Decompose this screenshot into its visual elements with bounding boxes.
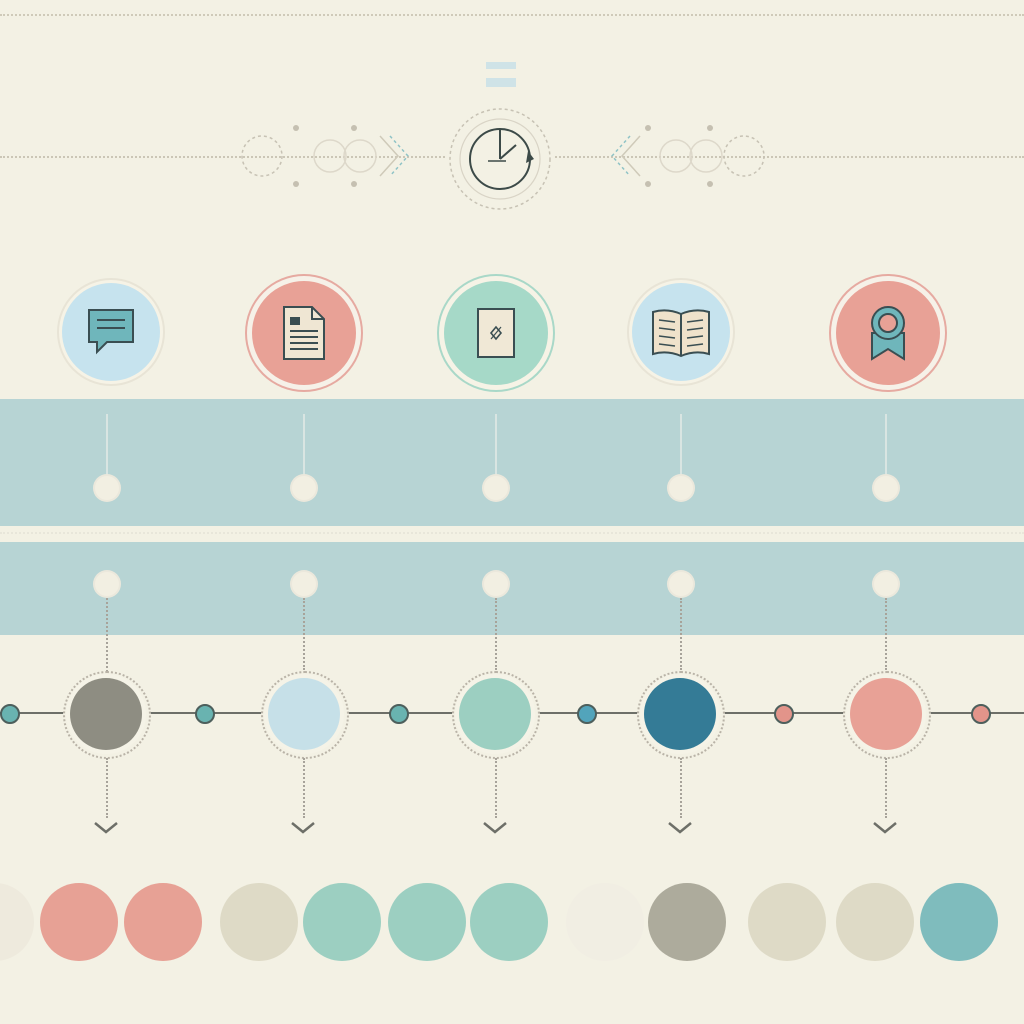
axis-node-0: [0, 704, 20, 724]
speech-bubble-badge: [62, 283, 160, 381]
palette-swatch: [220, 883, 298, 961]
connector-tail-5: [885, 758, 887, 818]
axis-node-5: [971, 704, 991, 724]
guide-line-4: [680, 414, 682, 476]
milestone-node-2: [268, 678, 340, 750]
connector-down-2: [303, 598, 305, 670]
chevron-down-icon: [291, 822, 315, 834]
axis-node-3: [577, 704, 597, 724]
lower-node-3: [484, 572, 508, 596]
upper-node-3: [484, 476, 508, 500]
header-mark: [486, 62, 516, 69]
clock-badge: [446, 105, 554, 213]
palette-swatch: [566, 883, 644, 961]
guide-line-3: [495, 414, 497, 476]
document-badge: [252, 281, 356, 385]
open-book-icon: [652, 309, 710, 358]
milestone-node-1: [70, 678, 142, 750]
lower-node-1: [95, 572, 119, 596]
award-badge: [836, 281, 940, 385]
palette-swatch: [303, 883, 381, 961]
clock-icon: [449, 108, 551, 210]
card-icon: [477, 308, 515, 358]
header-ornament: [241, 125, 765, 187]
top-divider: [0, 14, 1024, 16]
header-mark-2: [486, 78, 516, 87]
axis-node-2: [389, 704, 409, 724]
connector-tail-2: [303, 758, 305, 818]
guide-line-1: [106, 414, 108, 476]
palette-swatch: [0, 883, 34, 961]
palette-swatch: [920, 883, 998, 961]
upper-node-4: [669, 476, 693, 500]
timeline-band-upper: [0, 399, 1024, 526]
connector-down-4: [680, 598, 682, 670]
palette-swatch: [388, 883, 466, 961]
connector-down-1: [106, 598, 108, 672]
card-badge: [444, 281, 548, 385]
connector-down-5: [885, 598, 887, 670]
milestone-node-3: [459, 678, 531, 750]
palette-swatch: [470, 883, 548, 961]
chevron-down-icon: [483, 822, 507, 834]
upper-node-1: [95, 476, 119, 500]
upper-node-2: [292, 476, 316, 500]
chevron-down-icon: [94, 822, 118, 834]
palette-swatch: [124, 883, 202, 961]
connector-tail-3: [495, 758, 497, 818]
guide-line-2: [303, 414, 305, 476]
lower-node-4: [669, 572, 693, 596]
award-ribbon-icon: [871, 306, 905, 361]
lower-node-2: [292, 572, 316, 596]
document-icon: [283, 306, 325, 360]
upper-node-5: [874, 476, 898, 500]
milestone-node-4: [644, 678, 716, 750]
axis-node-1: [195, 704, 215, 724]
palette-swatch: [40, 883, 118, 961]
milestone-node-5: [850, 678, 922, 750]
speech-bubble-icon: [88, 309, 134, 355]
chevron-down-icon: [668, 822, 692, 834]
band-separator: [0, 532, 1024, 534]
palette-swatch: [836, 883, 914, 961]
timeline-band-lower: [0, 542, 1024, 635]
color-palette: [0, 880, 1024, 964]
connector-tail-1: [106, 758, 108, 818]
palette-swatch: [648, 883, 726, 961]
connector-down-3: [495, 598, 497, 670]
axis-node-4: [774, 704, 794, 724]
chevron-down-icon: [873, 822, 897, 834]
connector-tail-4: [680, 758, 682, 818]
open-book-badge: [632, 283, 730, 381]
palette-swatch: [748, 883, 826, 961]
lower-node-5: [874, 572, 898, 596]
guide-line-5: [885, 414, 887, 476]
